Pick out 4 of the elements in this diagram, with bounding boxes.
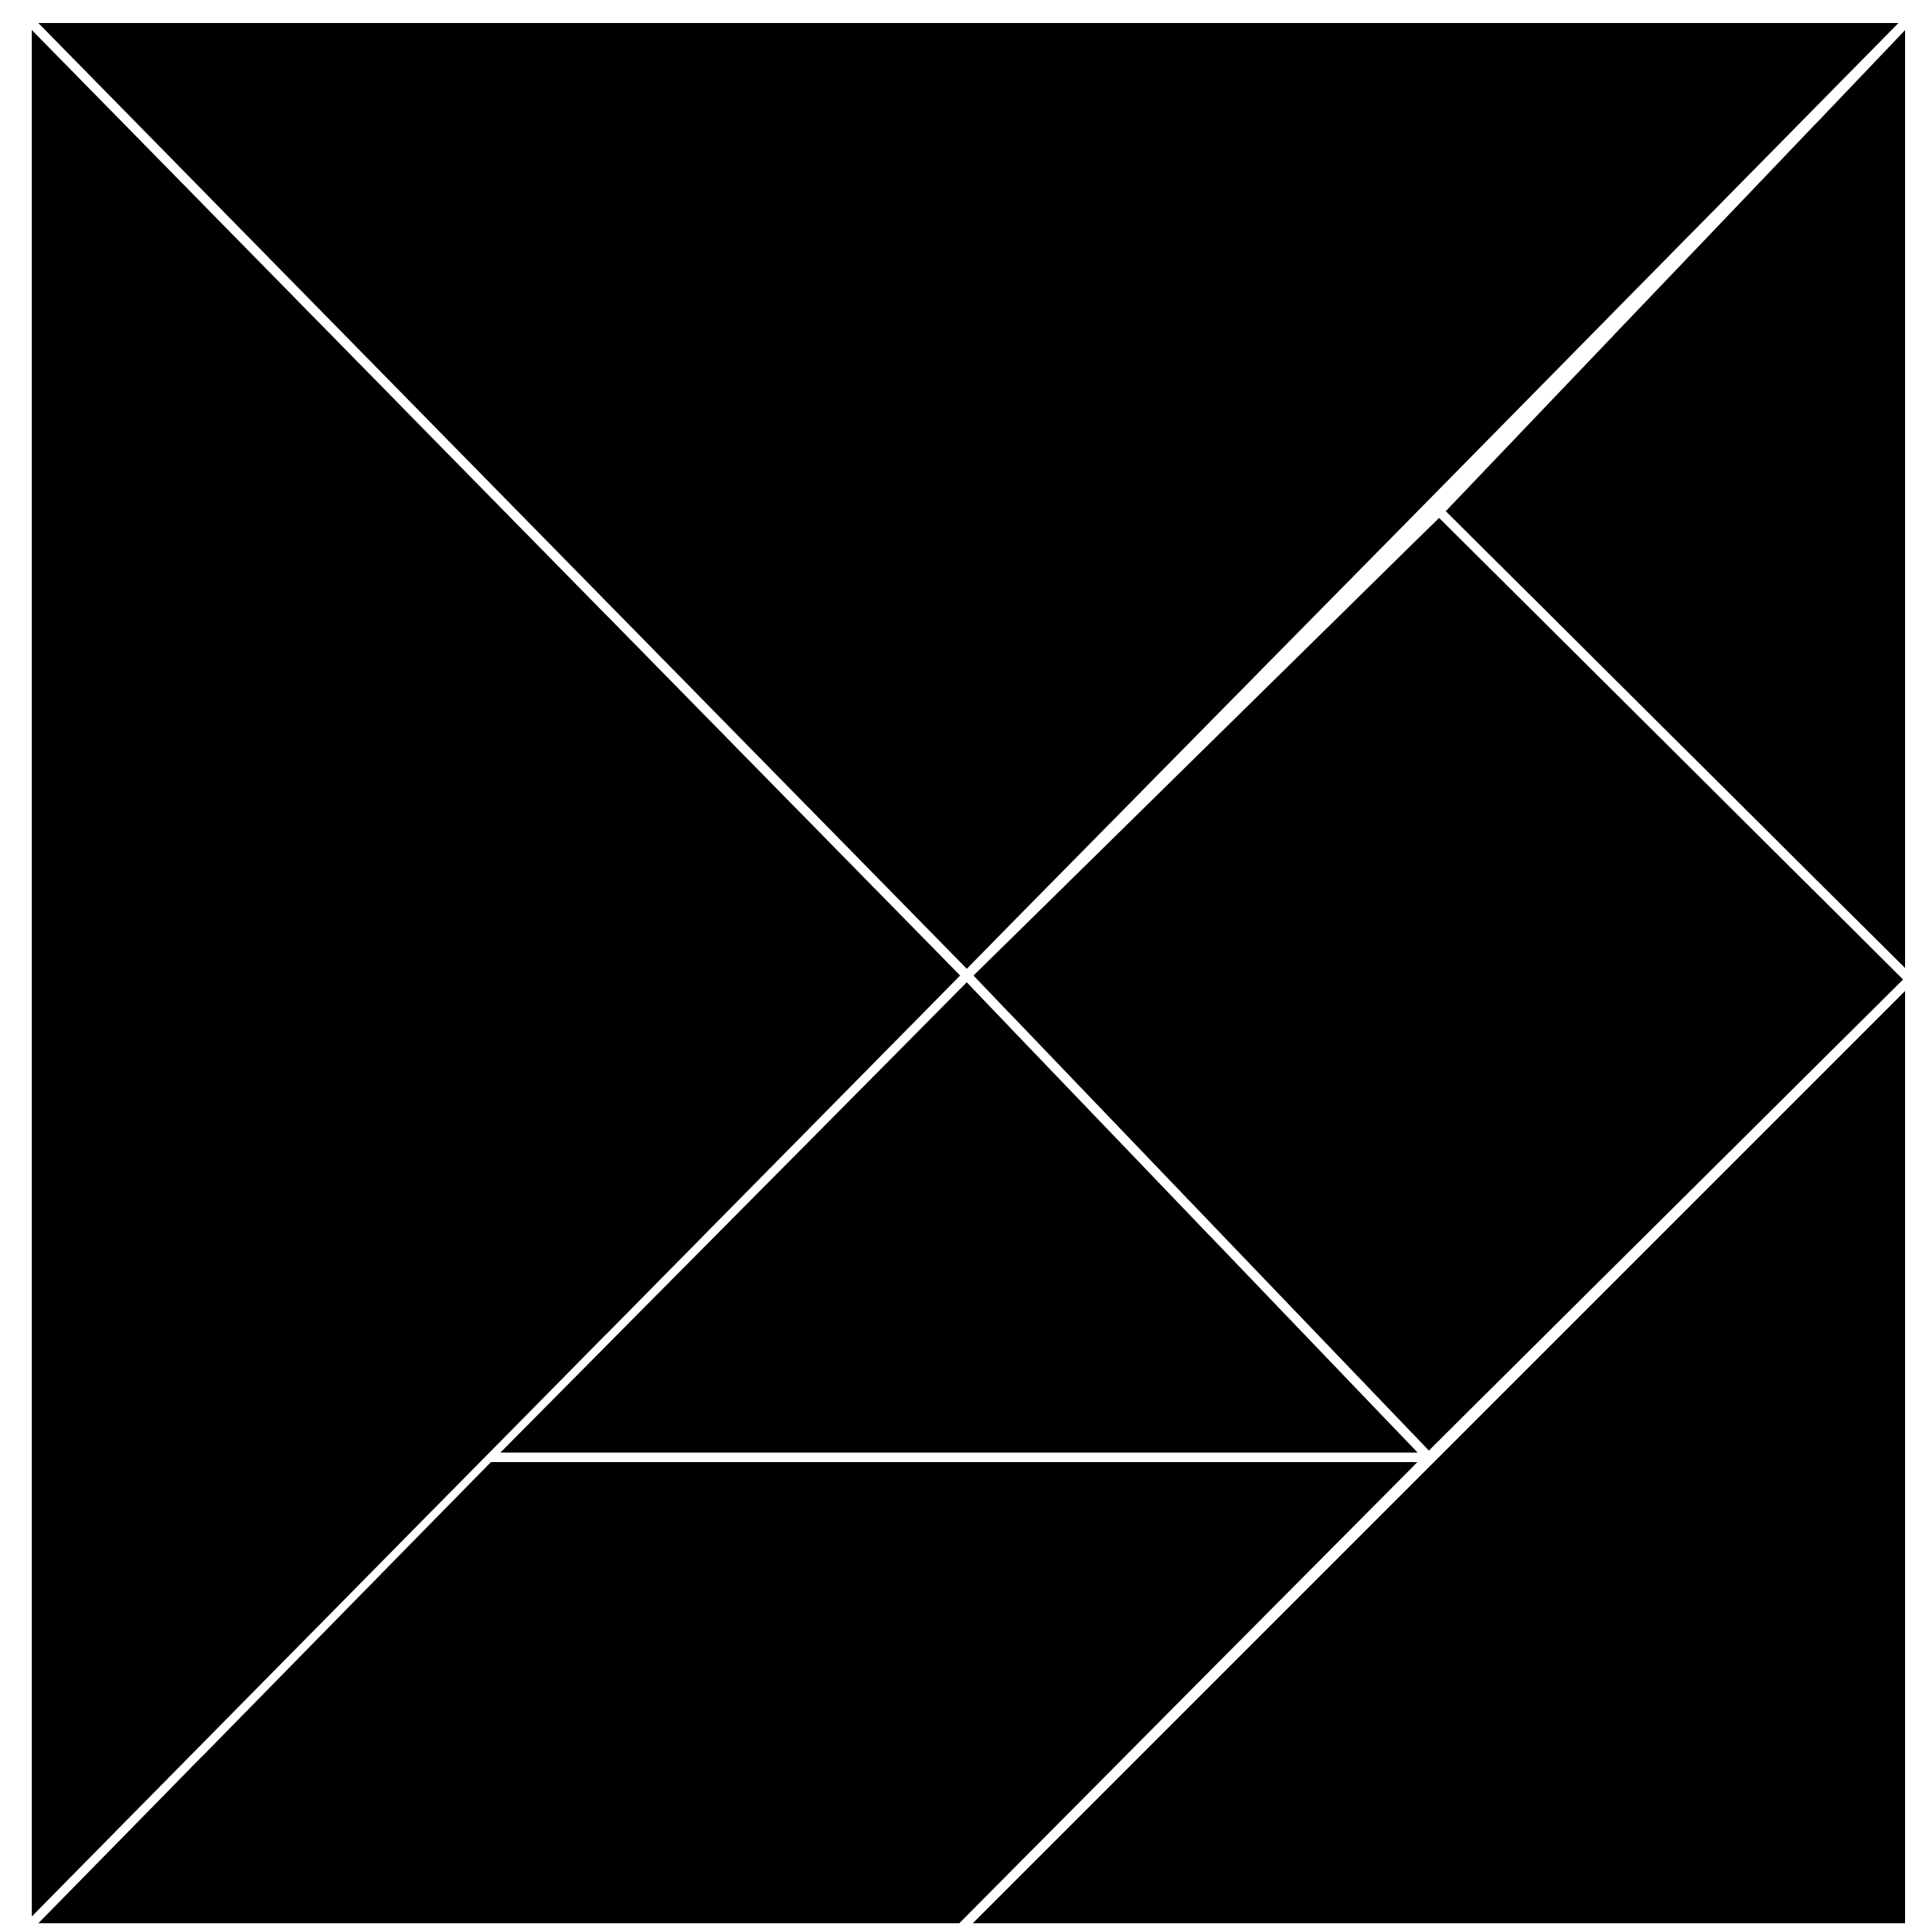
parallelogram-piece [38,1462,1418,1923]
triangle-piece [972,991,1905,1923]
triangle-piece [500,982,1418,1453]
triangle-piece [1445,30,1905,968]
